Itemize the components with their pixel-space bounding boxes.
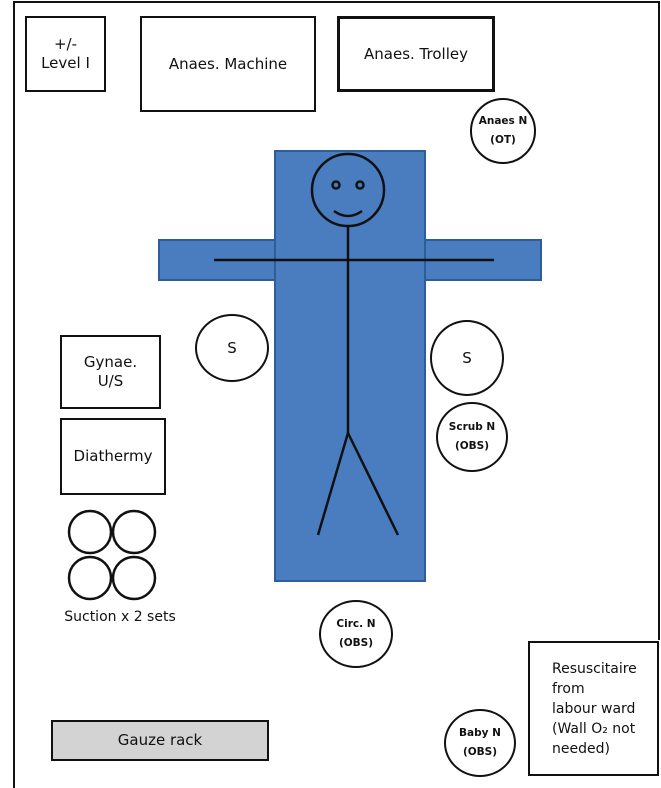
- suction-sets: [67, 509, 157, 601]
- patient-stick-figure: [214, 152, 494, 536]
- suction-canister: [111, 509, 157, 555]
- suction-label: Suction x 2 sets: [64, 609, 176, 625]
- scrub-nurse-circle: Scrub N (OBS): [436, 402, 508, 472]
- anaes-trolley-box: Anaes. Trolley: [337, 16, 495, 92]
- suction-canister: [67, 555, 113, 601]
- resuscitaire-box: Resuscitaire from labour ward (Wall O₂ n…: [528, 641, 659, 776]
- gauze-rack-box: Gauze rack: [51, 720, 269, 761]
- table-body: [274, 150, 426, 582]
- anaes-nurse-circle: Anaes N (OT): [470, 98, 536, 164]
- suction-canister: [111, 555, 157, 601]
- surgeon-left-circle: S: [195, 314, 269, 382]
- circ-nurse-circle: Circ. N (OBS): [319, 600, 393, 668]
- suction-canister: [67, 509, 113, 555]
- anaes-machine-box: Anaes. Machine: [140, 16, 316, 112]
- level1-box: +/- Level I: [25, 16, 106, 92]
- diathermy-box: Diathermy: [60, 418, 166, 495]
- operating-table: [158, 150, 542, 582]
- surgeon-right-circle: S: [430, 320, 504, 396]
- baby-nurse-circle: Baby N (OBS): [444, 709, 516, 777]
- gynae-us-box: Gynae. U/S: [60, 335, 161, 409]
